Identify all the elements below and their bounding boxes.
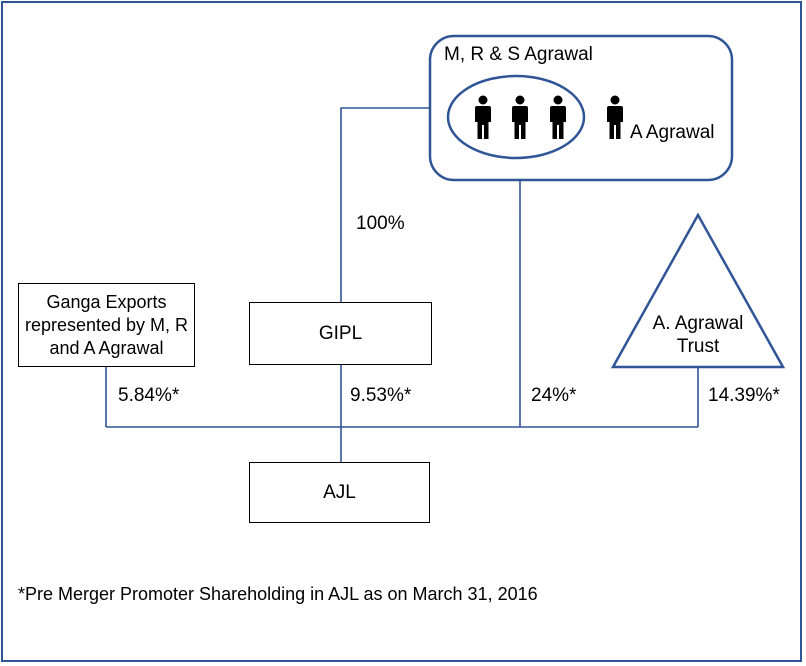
- trust-triangle: [610, 212, 786, 369]
- line-group-to-gipl: [340, 107, 432, 302]
- pct-trust-to-ajl: 14.39%*: [708, 385, 780, 406]
- person-icon: [550, 95, 566, 139]
- family-ellipse: [446, 74, 586, 160]
- person-icon: [607, 95, 623, 139]
- ganga-exports-box: Ganga Exports represented by M, R and A …: [18, 283, 195, 367]
- person-icon: [475, 95, 491, 139]
- pct-group-to-ajl: 24%*: [531, 385, 577, 406]
- gipl-label: GIPL: [318, 322, 363, 344]
- ajl-label: AJL: [323, 481, 356, 503]
- pct-ganga-to-ajl: 5.84%*: [118, 385, 180, 406]
- ajl-box: AJL: [249, 462, 430, 523]
- gipl-box: GIPL: [249, 302, 432, 365]
- pct-group-to-gipl: 100%: [356, 213, 405, 234]
- pct-gipl-to-ajl: 9.53%*: [350, 385, 412, 406]
- trust-label: A. Agrawal Trust: [652, 313, 744, 357]
- promoter-group-box: [428, 34, 734, 182]
- ganga-exports-label: Ganga Exports represented by M, R and A …: [24, 291, 189, 358]
- extra-member-label: A Agrawal: [630, 122, 715, 143]
- group-title: M, R & S Agrawal: [444, 44, 593, 65]
- person-icon: [512, 95, 528, 139]
- footnote: *Pre Merger Promoter Shareholding in AJL…: [18, 584, 538, 604]
